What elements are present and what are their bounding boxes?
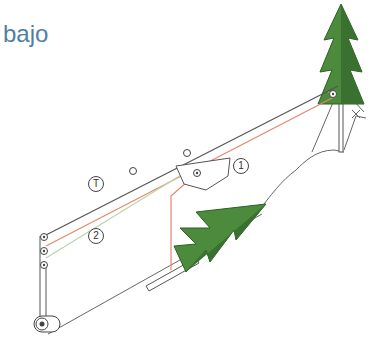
hill-line [258,150,344,212]
callout-number: T [88,176,104,192]
pulley [330,91,337,98]
pulley [130,168,137,175]
sheave-hub [43,236,45,238]
haulback [46,172,186,258]
carriage [176,158,230,190]
anchor [352,110,360,118]
sheave-hub [43,250,45,252]
sheave [41,248,48,255]
mainline [46,92,336,246]
sheave-hub [43,264,45,266]
sheave [41,262,48,269]
skyline [44,86,338,236]
pulley-hub [332,93,334,95]
callout-number: 1 [233,158,249,174]
pulley [194,170,201,177]
log-foliage [174,204,266,272]
pulley-hub [196,172,198,174]
spar-tree-shade [341,4,364,104]
pulley [184,150,191,157]
log-foliage-shade [186,204,266,272]
drum-end [36,318,48,330]
sheave [41,234,48,241]
callout-number: 2 [88,228,104,244]
drum [34,316,60,332]
spar-tree [318,4,364,104]
slide-title: bajo [3,22,48,46]
drum-hub [40,322,45,327]
